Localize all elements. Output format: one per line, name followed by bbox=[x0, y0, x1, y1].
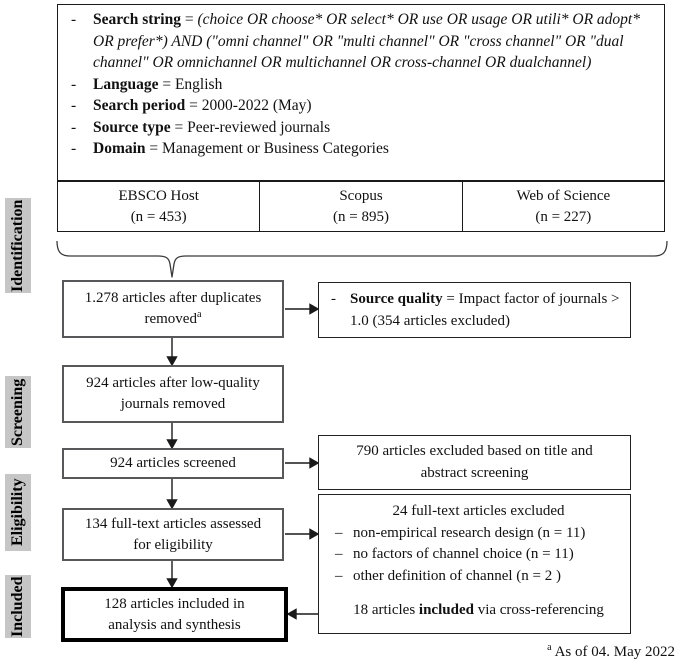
criteria-source-type: - Source type = Peer-reviewed journals bbox=[71, 117, 654, 139]
footnote-marker: a bbox=[547, 642, 552, 653]
bullet-dash: - bbox=[331, 291, 336, 307]
fulltext-excluded-heading: 24 full-text articles excluded bbox=[392, 503, 565, 519]
flow-box-low-quality-removed: 924 articles after low-quality journals … bbox=[62, 365, 284, 423]
bullet-endash: – bbox=[335, 524, 343, 541]
criteria-domain: - Domain = Management or Business Catego… bbox=[71, 138, 654, 160]
database-name: EBSCO Host bbox=[118, 187, 199, 204]
database-sources-row: EBSCO Host (n = 453) Scopus (n = 895) We… bbox=[57, 181, 665, 232]
side-box-source-quality: - Source quality = Impact factor of jour… bbox=[318, 282, 631, 338]
criteria-label: Source type bbox=[93, 118, 171, 136]
exclusion-reason: – no factors of channel choice (n = 11) bbox=[333, 544, 624, 566]
database-ebsco: EBSCO Host (n = 453) bbox=[58, 182, 259, 231]
criteria-label: Search period bbox=[93, 97, 186, 114]
criteria-value: English bbox=[174, 75, 223, 93]
exclusion-reason: – other definition of channel (n = 2 ) bbox=[333, 566, 624, 588]
bullet-dash: - bbox=[71, 140, 77, 157]
stage-label-included: Included bbox=[5, 575, 31, 638]
bullet-dash: - bbox=[71, 118, 77, 136]
criteria-language: - Language = English bbox=[71, 74, 654, 96]
database-web-of-science: Web of Science (n = 227) bbox=[461, 182, 664, 231]
database-name: Scopus bbox=[339, 187, 383, 204]
bullet-dash: - bbox=[71, 75, 77, 93]
criteria-label: Domain bbox=[93, 140, 146, 157]
side-text: = Impact factor of journals > 1.0 (354 a… bbox=[350, 291, 620, 329]
criteria-value: Management or Business Categories bbox=[162, 140, 389, 157]
database-name: Web of Science bbox=[516, 187, 611, 204]
criteria-search-string: - Search string = (choice OR choose* OR … bbox=[71, 11, 640, 71]
bullet-endash: – bbox=[335, 546, 343, 562]
exclusion-reason: – non-empirical research design (n = 11) bbox=[333, 523, 624, 545]
cross-referencing-note: 18 articles included via cross-referenci… bbox=[353, 602, 604, 618]
side-label: Source quality bbox=[350, 291, 443, 307]
curly-brace bbox=[56, 240, 668, 278]
criteria-value: (choice OR choose* OR select* OR use OR … bbox=[93, 11, 640, 71]
date-footnote: a As of 04. May 2022 bbox=[547, 642, 675, 660]
flow-box-screened: 924 articles screened bbox=[62, 448, 284, 479]
criteria-label: Language bbox=[93, 75, 159, 93]
bullet-endash: – bbox=[335, 567, 343, 584]
side-box-title-abstract-excluded: 790 articles excluded based on title and… bbox=[318, 435, 631, 490]
flow-box-included: 128 articles included in analysis and sy… bbox=[61, 587, 288, 642]
criteria-value: Peer-reviewed journals bbox=[187, 118, 331, 136]
side-box-fulltext-excluded: 24 full-text articles excluded – non-emp… bbox=[318, 494, 631, 634]
bullet-dash: - bbox=[71, 97, 77, 114]
criteria-value: 2000-2022 (May) bbox=[201, 97, 312, 114]
flow-box-fulltext-assessed: 134 full-text articles assessed for elig… bbox=[62, 508, 284, 561]
search-criteria-box: - Search string = (choice OR choose* OR … bbox=[57, 4, 665, 181]
stage-label-eligibility: Eligibility bbox=[5, 474, 31, 551]
criteria-search-period: - Search period = 2000-2022 (May) bbox=[71, 95, 654, 117]
database-scopus: Scopus (n = 895) bbox=[259, 182, 461, 231]
criteria-label: Search string bbox=[93, 11, 181, 28]
stage-label-identification: Identification bbox=[5, 198, 31, 293]
database-count: (n = 895) bbox=[333, 208, 389, 225]
footnote-marker: a bbox=[196, 309, 202, 320]
stage-label-screening: Screening bbox=[5, 376, 31, 448]
flow-box-duplicates-removed: 1.278 articles after duplicates removeda bbox=[62, 280, 284, 338]
database-count: (n = 227) bbox=[535, 208, 592, 225]
database-count: (n = 453) bbox=[130, 208, 187, 225]
bullet-dash: - bbox=[71, 11, 77, 28]
